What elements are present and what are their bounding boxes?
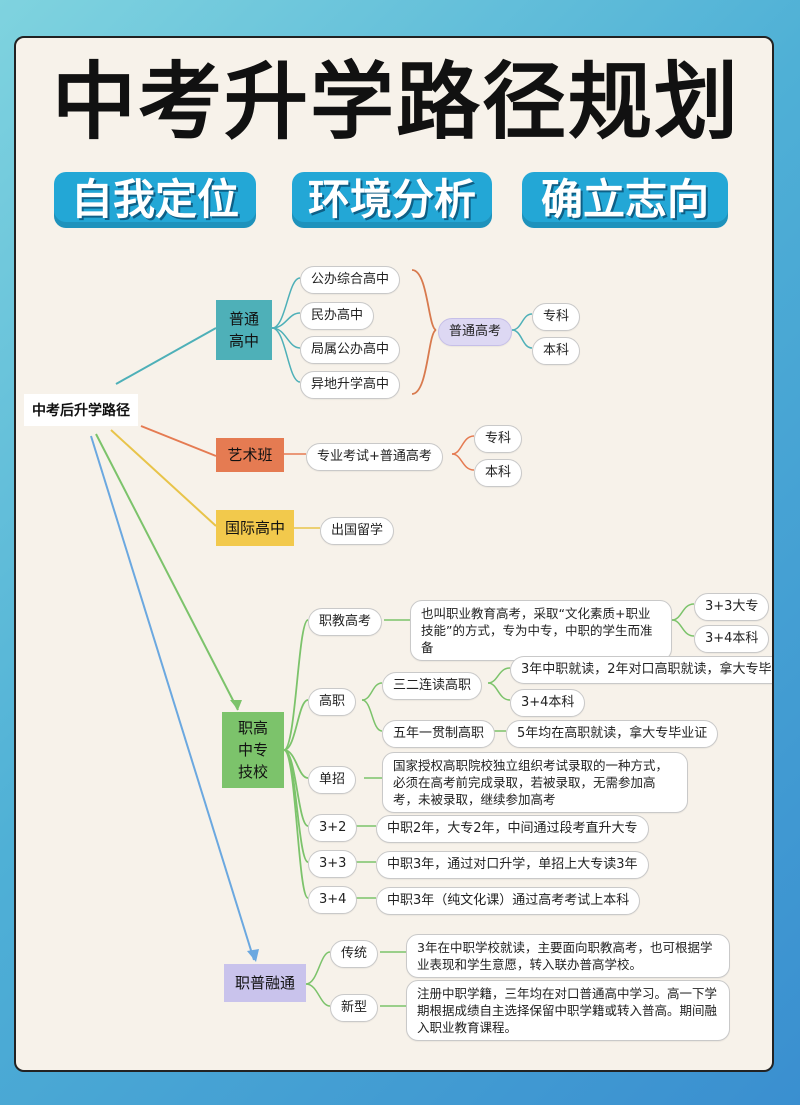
result-zhuanke-2: 专科 xyxy=(474,425,523,453)
path-3plus4-desc: 中职3年（纯文化课）通过高考考试上本科 xyxy=(376,887,641,915)
tag-environment-analysis: 环境分析 xyxy=(292,172,492,228)
exam-putong: 普通高考 xyxy=(438,318,513,346)
tag-self-positioning: 自我定位 xyxy=(54,172,256,228)
gaozhi-sub2-item: 5年均在高职就读，拿大专毕业证 xyxy=(506,720,719,748)
school-yidi: 异地升学高中 xyxy=(300,371,401,399)
exam-yishu: 专业考试+普通高考 xyxy=(306,443,443,471)
category-yishu: 艺术班 xyxy=(216,438,284,472)
root-node: 中考后升学路径 xyxy=(24,394,138,426)
zhipu-chuantong-desc: 3年在中职学校就读，主要面向职教高考，也可根据学业表现和学生意愿，转入联办普高学… xyxy=(406,934,730,978)
category-zhigao: 职高 中专 技校 xyxy=(222,712,284,788)
page-title: 中考升学路径规划 xyxy=(51,53,740,151)
zhipu-xinxing: 新型 xyxy=(330,994,379,1022)
path-3plus3: 3+3 xyxy=(308,850,358,878)
connector-lines xyxy=(90,269,695,1007)
gaozhi-wunianyiguan: 五年一贯制高职 xyxy=(382,720,496,748)
result-3plus3: 3+3大专 xyxy=(694,593,770,621)
path-3plus4: 3+4 xyxy=(308,886,358,914)
school-gongban: 公办综合高中 xyxy=(300,266,401,294)
poster-card: 中考升学路径规划 自我定位 环境分析 确立志向 xyxy=(14,36,774,1072)
zhipu-xinxing-desc: 注册中职学籍，三年均在对口普通高中学习。高一下学期根据成绩自主选择保留中职学籍或… xyxy=(406,980,730,1041)
gaozhi-node: 高职 xyxy=(308,688,357,716)
danzhao-node: 单招 xyxy=(308,766,357,794)
path-3plus2: 3+2 xyxy=(308,814,358,842)
path-3plus2-desc: 中职2年，大专2年，中间通过段考直升大专 xyxy=(376,815,649,843)
result-benke-1: 本科 xyxy=(532,337,581,365)
tag-establish-goal: 确立志向 xyxy=(522,172,728,228)
gaozhi-sanerliandu: 三二连读高职 xyxy=(382,672,483,700)
school-jushu: 局属公办高中 xyxy=(300,336,401,364)
zhijiao-node: 职教高考 xyxy=(308,608,383,636)
category-zhipu: 职普融通 xyxy=(224,964,306,1002)
zhijiao-desc: 也叫职业教育高考，采取“文化素质+职业技能”的方式，专为中专，中职的学生而准备 xyxy=(410,600,672,661)
danzhao-desc: 国家授权高职院校独立组织考试录取的一种方式，必须在高考前完成录取，若被录取，无需… xyxy=(382,752,688,813)
gaozhi-sub1-item-2: 3+4本科 xyxy=(510,689,586,717)
path-3plus3-desc: 中职3年，通过对口升学，单招上大专读3年 xyxy=(376,851,649,879)
result-zhuanke-1: 专科 xyxy=(532,303,581,331)
result-benke-2: 本科 xyxy=(474,459,523,487)
category-guoji: 国际高中 xyxy=(216,510,294,546)
result-3plus4: 3+4本科 xyxy=(694,625,770,653)
gaozhi-sub1-item-1: 3年中职就读，2年对口高职就读，拿大专毕业证 xyxy=(510,656,772,684)
school-minban: 民办高中 xyxy=(300,302,375,330)
path-chuguo: 出国留学 xyxy=(320,517,395,545)
category-putong: 普通 高中 xyxy=(216,300,272,360)
zhipu-chuantong: 传统 xyxy=(330,940,379,968)
